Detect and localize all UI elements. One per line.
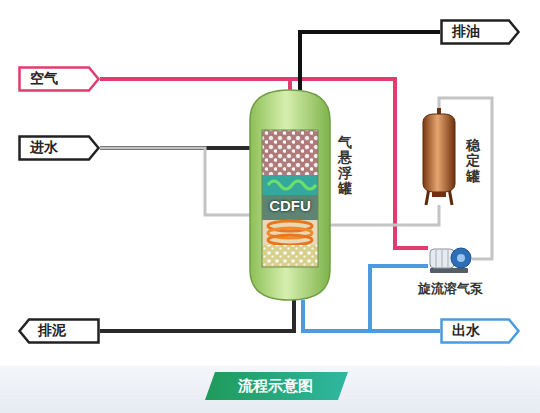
pipe-label: 排泥 [18,322,66,340]
caption-banner [205,372,348,400]
vessel-label: 气悬浮罐 [338,135,352,197]
outlet-tag: 出水 [440,318,520,344]
outlet-tag: 排油 [440,19,520,45]
pipe-label: 出水 [440,322,480,340]
unit-code: CDFU [250,197,330,214]
stabilizer-tank: 稳定罐 [422,108,456,205]
vessel-label: 稳定罐 [466,138,480,184]
dissolved-air-pump-shape [428,244,472,274]
footer-band [0,366,540,413]
outlet-tag: 排泥 [18,318,100,344]
pipe-label: 空气 [18,70,58,88]
pipe-label: 进水 [18,139,58,157]
flotation-tank: CDFU气悬浮罐 [250,90,330,300]
figure-caption: 流程示意图 [205,372,345,400]
stabilizer-tank-shape [422,108,456,205]
pipe-line [100,148,250,215]
pipe-line [100,300,294,331]
pipe-line [300,32,440,90]
flotation-tank-shape [250,90,330,300]
pipe-label: 排油 [440,23,480,41]
pump-label: 旋流溶气泵 [418,280,483,298]
inlet-tag: 进水 [18,135,100,161]
inlet-tag: 空气 [18,66,100,92]
dissolved-air-pump: 旋流溶气泵 [428,244,472,274]
pipe-line [330,205,439,225]
